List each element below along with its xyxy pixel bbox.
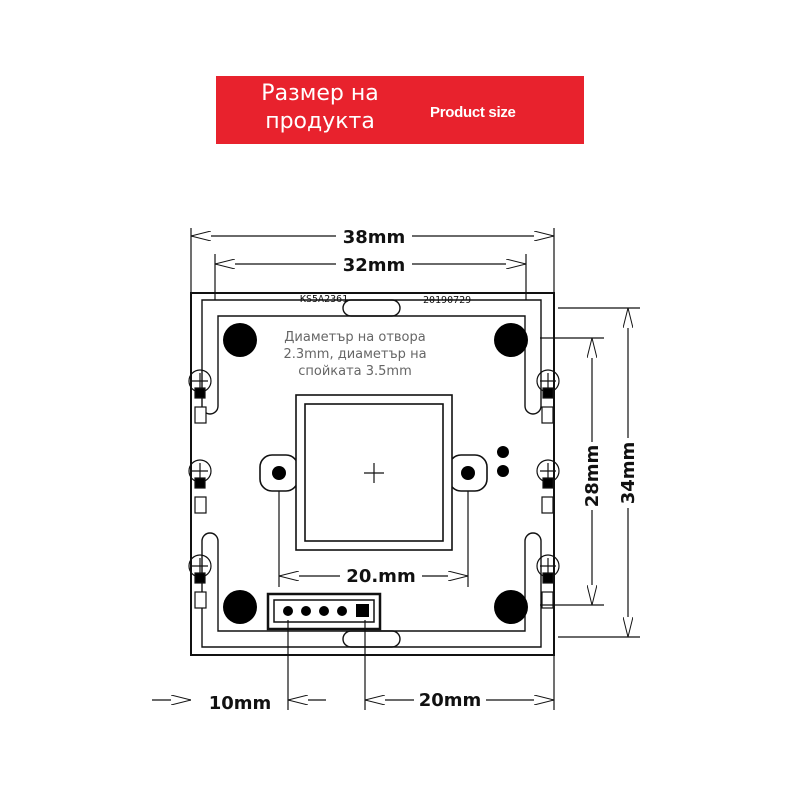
banner-title-ru: Размер на продукта bbox=[261, 81, 379, 134]
banner-title-en: Product size bbox=[430, 104, 516, 121]
lens-mount-ear-holes bbox=[272, 466, 475, 480]
product-size-banner bbox=[216, 76, 584, 144]
hole-diameter-note: Диаметър на отвора 2.3mm, диаметър на сп… bbox=[283, 330, 427, 379]
connector-5pin bbox=[266, 592, 382, 631]
pcb-model-code: KS5A2361 bbox=[300, 294, 348, 305]
test-point-dots bbox=[497, 446, 509, 477]
dim-hole-spacing-width: 32mm bbox=[343, 255, 406, 276]
left-side-components bbox=[188, 369, 212, 609]
dim-overall-height: 34mm bbox=[618, 442, 639, 505]
dim-lens-mount-spacing: 20.mm bbox=[346, 566, 415, 587]
dimension-lines bbox=[152, 236, 628, 700]
dim-connector-offset: 10mm bbox=[209, 693, 272, 714]
sensor-center-cross bbox=[364, 463, 384, 483]
pcb-date-code: 20190729 bbox=[423, 295, 471, 306]
dim-overall-width: 38mm bbox=[343, 227, 406, 248]
dim-connector-to-edge: 20mm bbox=[419, 690, 482, 711]
mounting-holes bbox=[223, 323, 528, 624]
dim-hole-spacing-height: 28mm bbox=[582, 445, 603, 508]
right-side-components bbox=[536, 369, 560, 609]
